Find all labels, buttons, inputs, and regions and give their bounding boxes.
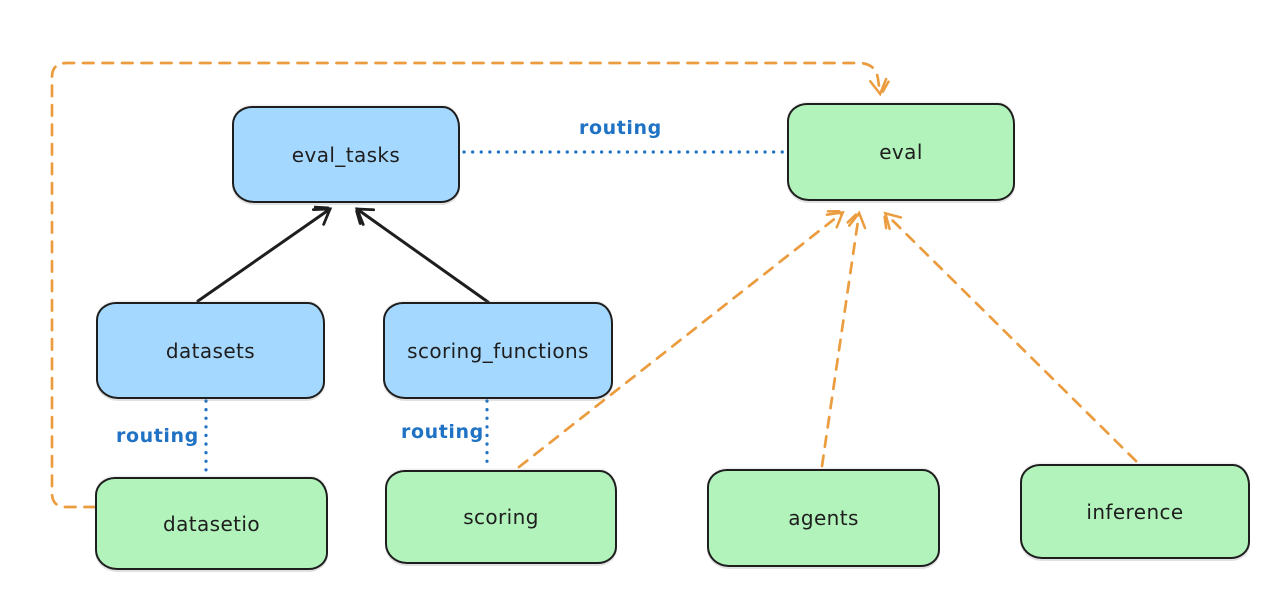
node-label: eval_tasks — [291, 142, 401, 167]
edge-datasetio-to-eval — [50, 61, 890, 509]
node-scoring: scoring — [385, 470, 617, 564]
node-datasetio: datasetio — [95, 477, 328, 570]
node-agents: agents — [707, 469, 940, 567]
edge-scoring-functions-to-eval-tasks — [354, 207, 490, 304]
node-inference: inference — [1020, 464, 1250, 559]
node-label: scoring — [463, 505, 539, 529]
node-label: eval — [879, 140, 923, 164]
routing-label-datasets-datasetio: routing — [116, 425, 199, 447]
routing-label-scoring-functions-scoring: routing — [401, 421, 484, 443]
edge-datasets-to-eval-tasks — [196, 205, 333, 303]
routing-label-eval-tasks-eval: routing — [579, 117, 662, 139]
edge-scoring-to-eval — [517, 210, 845, 469]
edge-agents-to-eval — [820, 210, 867, 468]
node-label: inference — [1086, 499, 1184, 524]
node-eval-tasks: eval_tasks — [232, 106, 460, 203]
node-label: datasetio — [162, 511, 260, 536]
edge-inference-to-eval — [883, 211, 1138, 463]
node-eval: eval — [787, 103, 1015, 201]
node-label: agents — [788, 506, 859, 530]
node-datasets: datasets — [96, 302, 325, 399]
node-label: scoring_functions — [407, 338, 589, 363]
node-label: datasets — [165, 338, 256, 363]
node-scoring-functions: scoring_functions — [383, 302, 613, 399]
